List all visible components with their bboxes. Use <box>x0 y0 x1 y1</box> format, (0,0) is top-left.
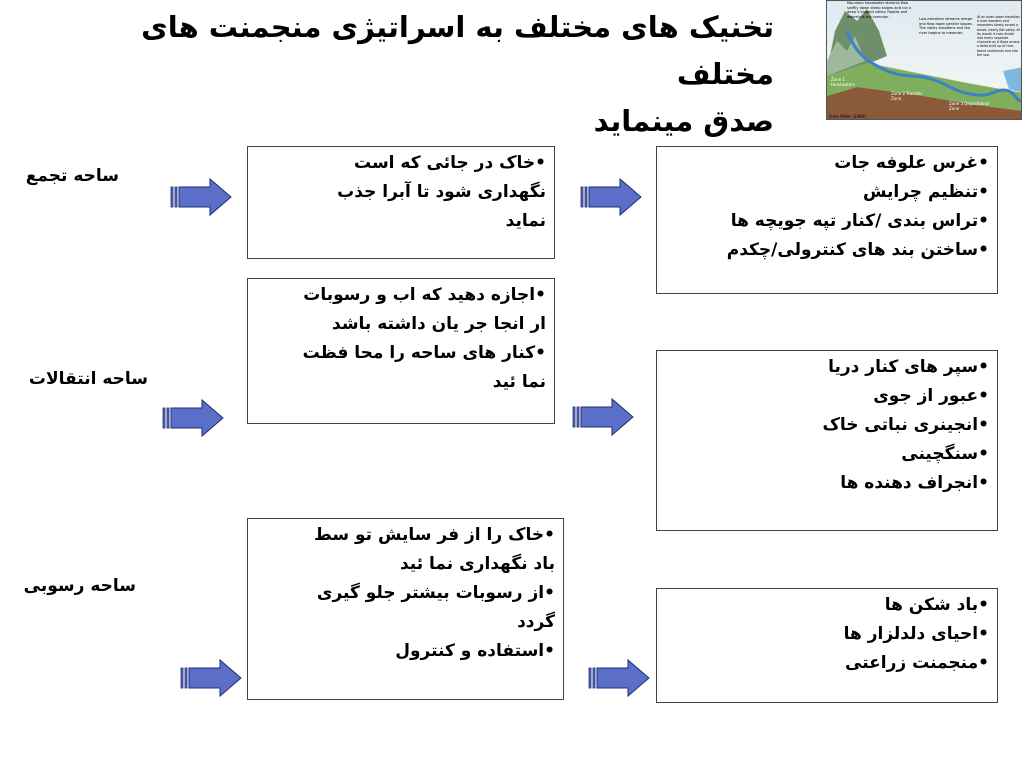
technique-item: •انجینری نباتی خاک <box>822 415 989 435</box>
technique-item: •سپر های کنار دریا <box>828 357 989 377</box>
goal-box-transfer: •اجازه دهید که اب و رسوبات ار انجا جر یا… <box>247 278 555 424</box>
title-line-2: صدق مینماید <box>593 104 774 138</box>
technique-item: •احیای دلدلزار ها <box>843 624 989 644</box>
section-label-transfer: ساحه انتقالات <box>28 369 148 389</box>
figure-credit: From Miller (1990) <box>829 114 866 119</box>
technique-item: •ساختن بند های کنترولی/چکدم <box>726 240 989 260</box>
arrow-right-icon <box>572 397 634 437</box>
goal-line: •از رسوبات بیشتر جلو گیری <box>316 583 555 603</box>
page-title: تخنیک های مختلف به اسراتیژی منجمنت های م… <box>34 4 774 145</box>
goal-line: نما ئید <box>492 372 546 392</box>
goal-box-collection: •خاک در جائی که است نگهداری شود تا آبرا … <box>247 146 555 259</box>
figure-label-right: At an even lower elevation a river wande… <box>977 15 1020 57</box>
arrow-right-icon <box>170 177 232 217</box>
arrow-right-icon <box>580 177 642 217</box>
goal-line: •کنار های ساحه را محا فظت <box>302 343 546 363</box>
goal-box-deposition: •خاک را از فر سایش تو سط باد نگهداری نما… <box>247 518 564 700</box>
river-zones-illustration: Mountain headwater streams flow swiftly … <box>826 0 1022 120</box>
goal-line: نگهداری شود تا آبرا جذب <box>337 182 546 202</box>
title-line-1: تخنیک های مختلف به اسراتیژی منجمنت های م… <box>141 10 774 91</box>
section-label-collection: ساحه تجمع <box>25 166 119 186</box>
arrow-right-icon <box>162 398 224 438</box>
arrow-right-icon <box>180 658 242 698</box>
figure-label-zone1: Zone 1 Headwaters <box>831 77 855 87</box>
technique-item: •سنگچینی <box>901 444 989 464</box>
goal-line: نماید <box>505 211 546 231</box>
goal-line: •خاک را از فر سایش تو سط <box>314 525 555 545</box>
river-zones-graphic <box>827 1 1021 119</box>
goal-line: گردد <box>517 612 555 632</box>
figure-label-zone2: Zone 2 Transfer Zone <box>891 91 923 101</box>
technique-item: •باد شکن ها <box>884 595 989 615</box>
goal-line: •خاک در جائی که است <box>353 153 546 173</box>
arrow-right-icon <box>588 658 650 698</box>
goal-line: •استفاده و کنترول <box>395 641 555 661</box>
goal-line: باد نگهداری نما ئید <box>399 554 555 574</box>
technique-item: •انجراف دهنده ها <box>840 473 989 493</box>
figure-label-zone3: Zone 3 Depositional Zone <box>949 101 990 111</box>
techniques-box-transfer: •سپر های کنار دریا •عبور از جوی •انجینری… <box>656 350 998 531</box>
figure-label-top: Mountain headwater streams flow swiftly … <box>847 1 912 19</box>
techniques-box-deposition: •باد شکن ها •احیای دلدلزار ها •منجمنت زر… <box>656 588 998 703</box>
technique-item: •غرس علوفه جات <box>834 153 989 173</box>
techniques-box-collection: •غرس علوفه جات •تنظیم چرایش •تراس بندی /… <box>656 146 998 294</box>
technique-item: •منجمنت زراعتی <box>845 653 989 673</box>
section-label-deposition: ساحه رسوبی <box>23 576 136 596</box>
technique-item: •تراس بندی /کنار تپه جویچه ها <box>730 211 989 231</box>
figure-label-middle: Low-elevation streams merge and flow dow… <box>919 17 973 35</box>
technique-item: •عبور از جوی <box>873 386 989 406</box>
technique-item: •تنظیم چرایش <box>862 182 989 202</box>
goal-line: •اجازه دهید که اب و رسوبات <box>303 285 546 305</box>
goal-line: ار انجا جر یان داشته باشد <box>332 314 546 334</box>
